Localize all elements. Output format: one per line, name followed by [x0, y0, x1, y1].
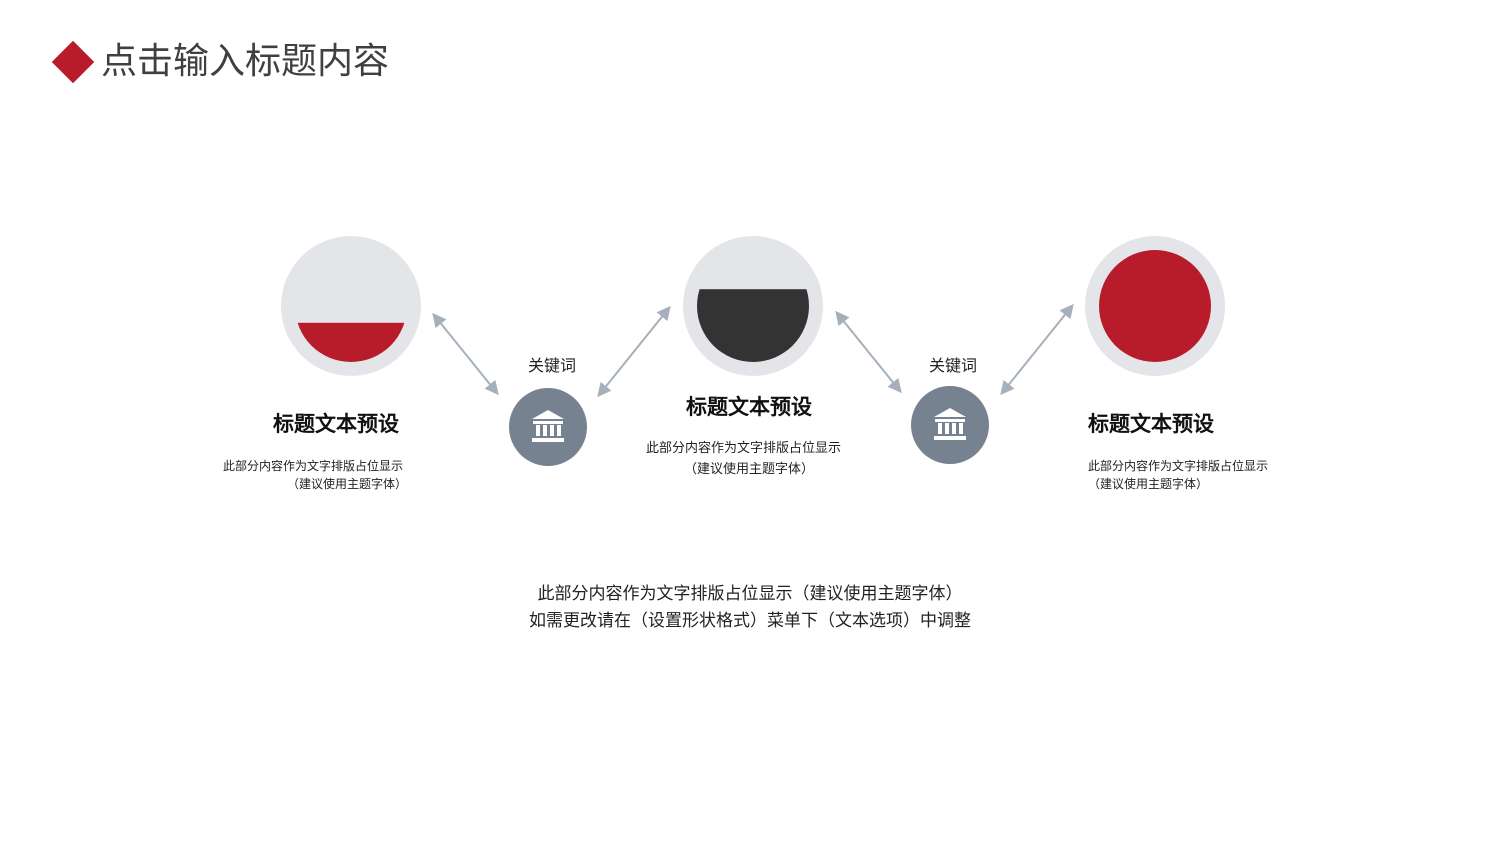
footer-text-line2[interactable]: 如需更改请在（设置形状格式）菜单下（文本选项）中调整 — [529, 611, 971, 631]
connector-node-1 — [509, 388, 587, 466]
arrow-2 — [597, 305, 671, 398]
card-desc-2-line2: （建议使用主题字体） — [684, 462, 815, 477]
fill-gauge-1 — [281, 236, 421, 376]
fill-gauge-3 — [1085, 236, 1225, 376]
fill-gauge-2 — [683, 236, 823, 376]
footer-text-line1[interactable]: 此部分内容作为文字排版占位显示（建议使用主题字体） — [537, 584, 963, 604]
bank-icon — [532, 410, 564, 442]
card-desc-3-line1: 此部分内容作为文字排版占位显示 — [1088, 459, 1269, 473]
progress-circle-2 — [683, 236, 823, 376]
progress-circle-1 — [281, 236, 421, 376]
card-desc-1-line1: 此部分内容作为文字排版占位显示 — [223, 459, 404, 473]
arrow-1 — [432, 312, 499, 396]
card-title-2[interactable]: 标题文本预设 — [686, 395, 812, 419]
bank-icon — [934, 408, 966, 440]
page-title[interactable]: 点击输入标题内容 — [101, 41, 390, 82]
progress-circle-3 — [1085, 236, 1225, 376]
connector-node-2 — [911, 386, 989, 464]
keyword-label-1[interactable]: 关键词 — [527, 356, 576, 375]
arrow-3 — [835, 310, 902, 394]
card-desc-1-line2: （建议使用主题字体） — [287, 477, 408, 491]
arrow-4 — [1000, 303, 1074, 396]
card-desc-3-line2: （建议使用主题字体） — [1088, 477, 1209, 491]
keyword-label-2[interactable]: 关键词 — [928, 356, 977, 375]
card-title-1[interactable]: 标题文本预设 — [273, 412, 399, 436]
card-desc-2-line1: 此部分内容作为文字排版占位显示 — [646, 441, 842, 456]
card-title-3[interactable]: 标题文本预设 — [1088, 412, 1214, 436]
